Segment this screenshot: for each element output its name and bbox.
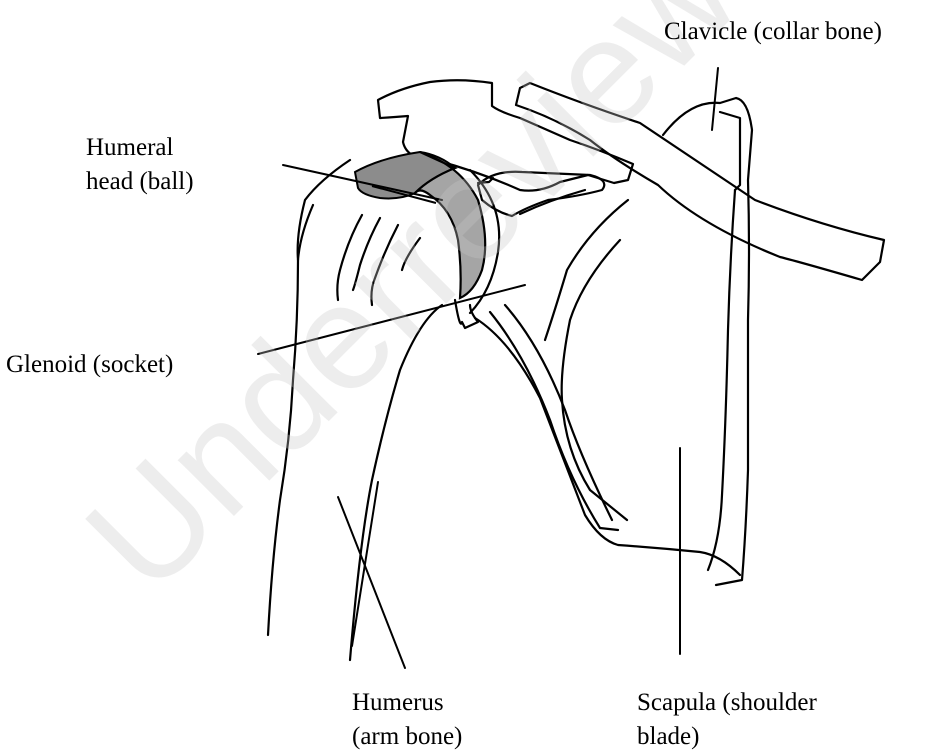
leader-humerus-b xyxy=(352,482,378,646)
label-humerus: Humerus (arm bone) xyxy=(352,686,462,754)
scapula-lateral-border-outer xyxy=(475,318,740,575)
label-humeral-head: Humeral head (ball) xyxy=(86,131,194,199)
scapula-medial-border xyxy=(663,98,752,585)
label-scapula-line-2: blade) xyxy=(637,720,817,754)
label-humerus-line-1: Humerus xyxy=(352,686,462,720)
scapula-lateral-border-third xyxy=(505,305,612,520)
label-glenoid: Glenoid (socket) xyxy=(6,348,173,382)
watermark-text: Underreview xyxy=(54,0,769,623)
label-scapula-line-1: Scapula (shoulder xyxy=(637,686,817,720)
label-clavicle: Clavicle (collar bone) xyxy=(664,15,882,49)
label-humeral-head-line-2: head (ball) xyxy=(86,165,194,199)
label-humeral-head-line-1: Humeral xyxy=(86,131,194,165)
label-scapula: Scapula (shoulder blade) xyxy=(637,686,817,754)
scapula-vertebral-border xyxy=(708,190,735,570)
label-humerus-line-2: (arm bone) xyxy=(352,720,462,754)
